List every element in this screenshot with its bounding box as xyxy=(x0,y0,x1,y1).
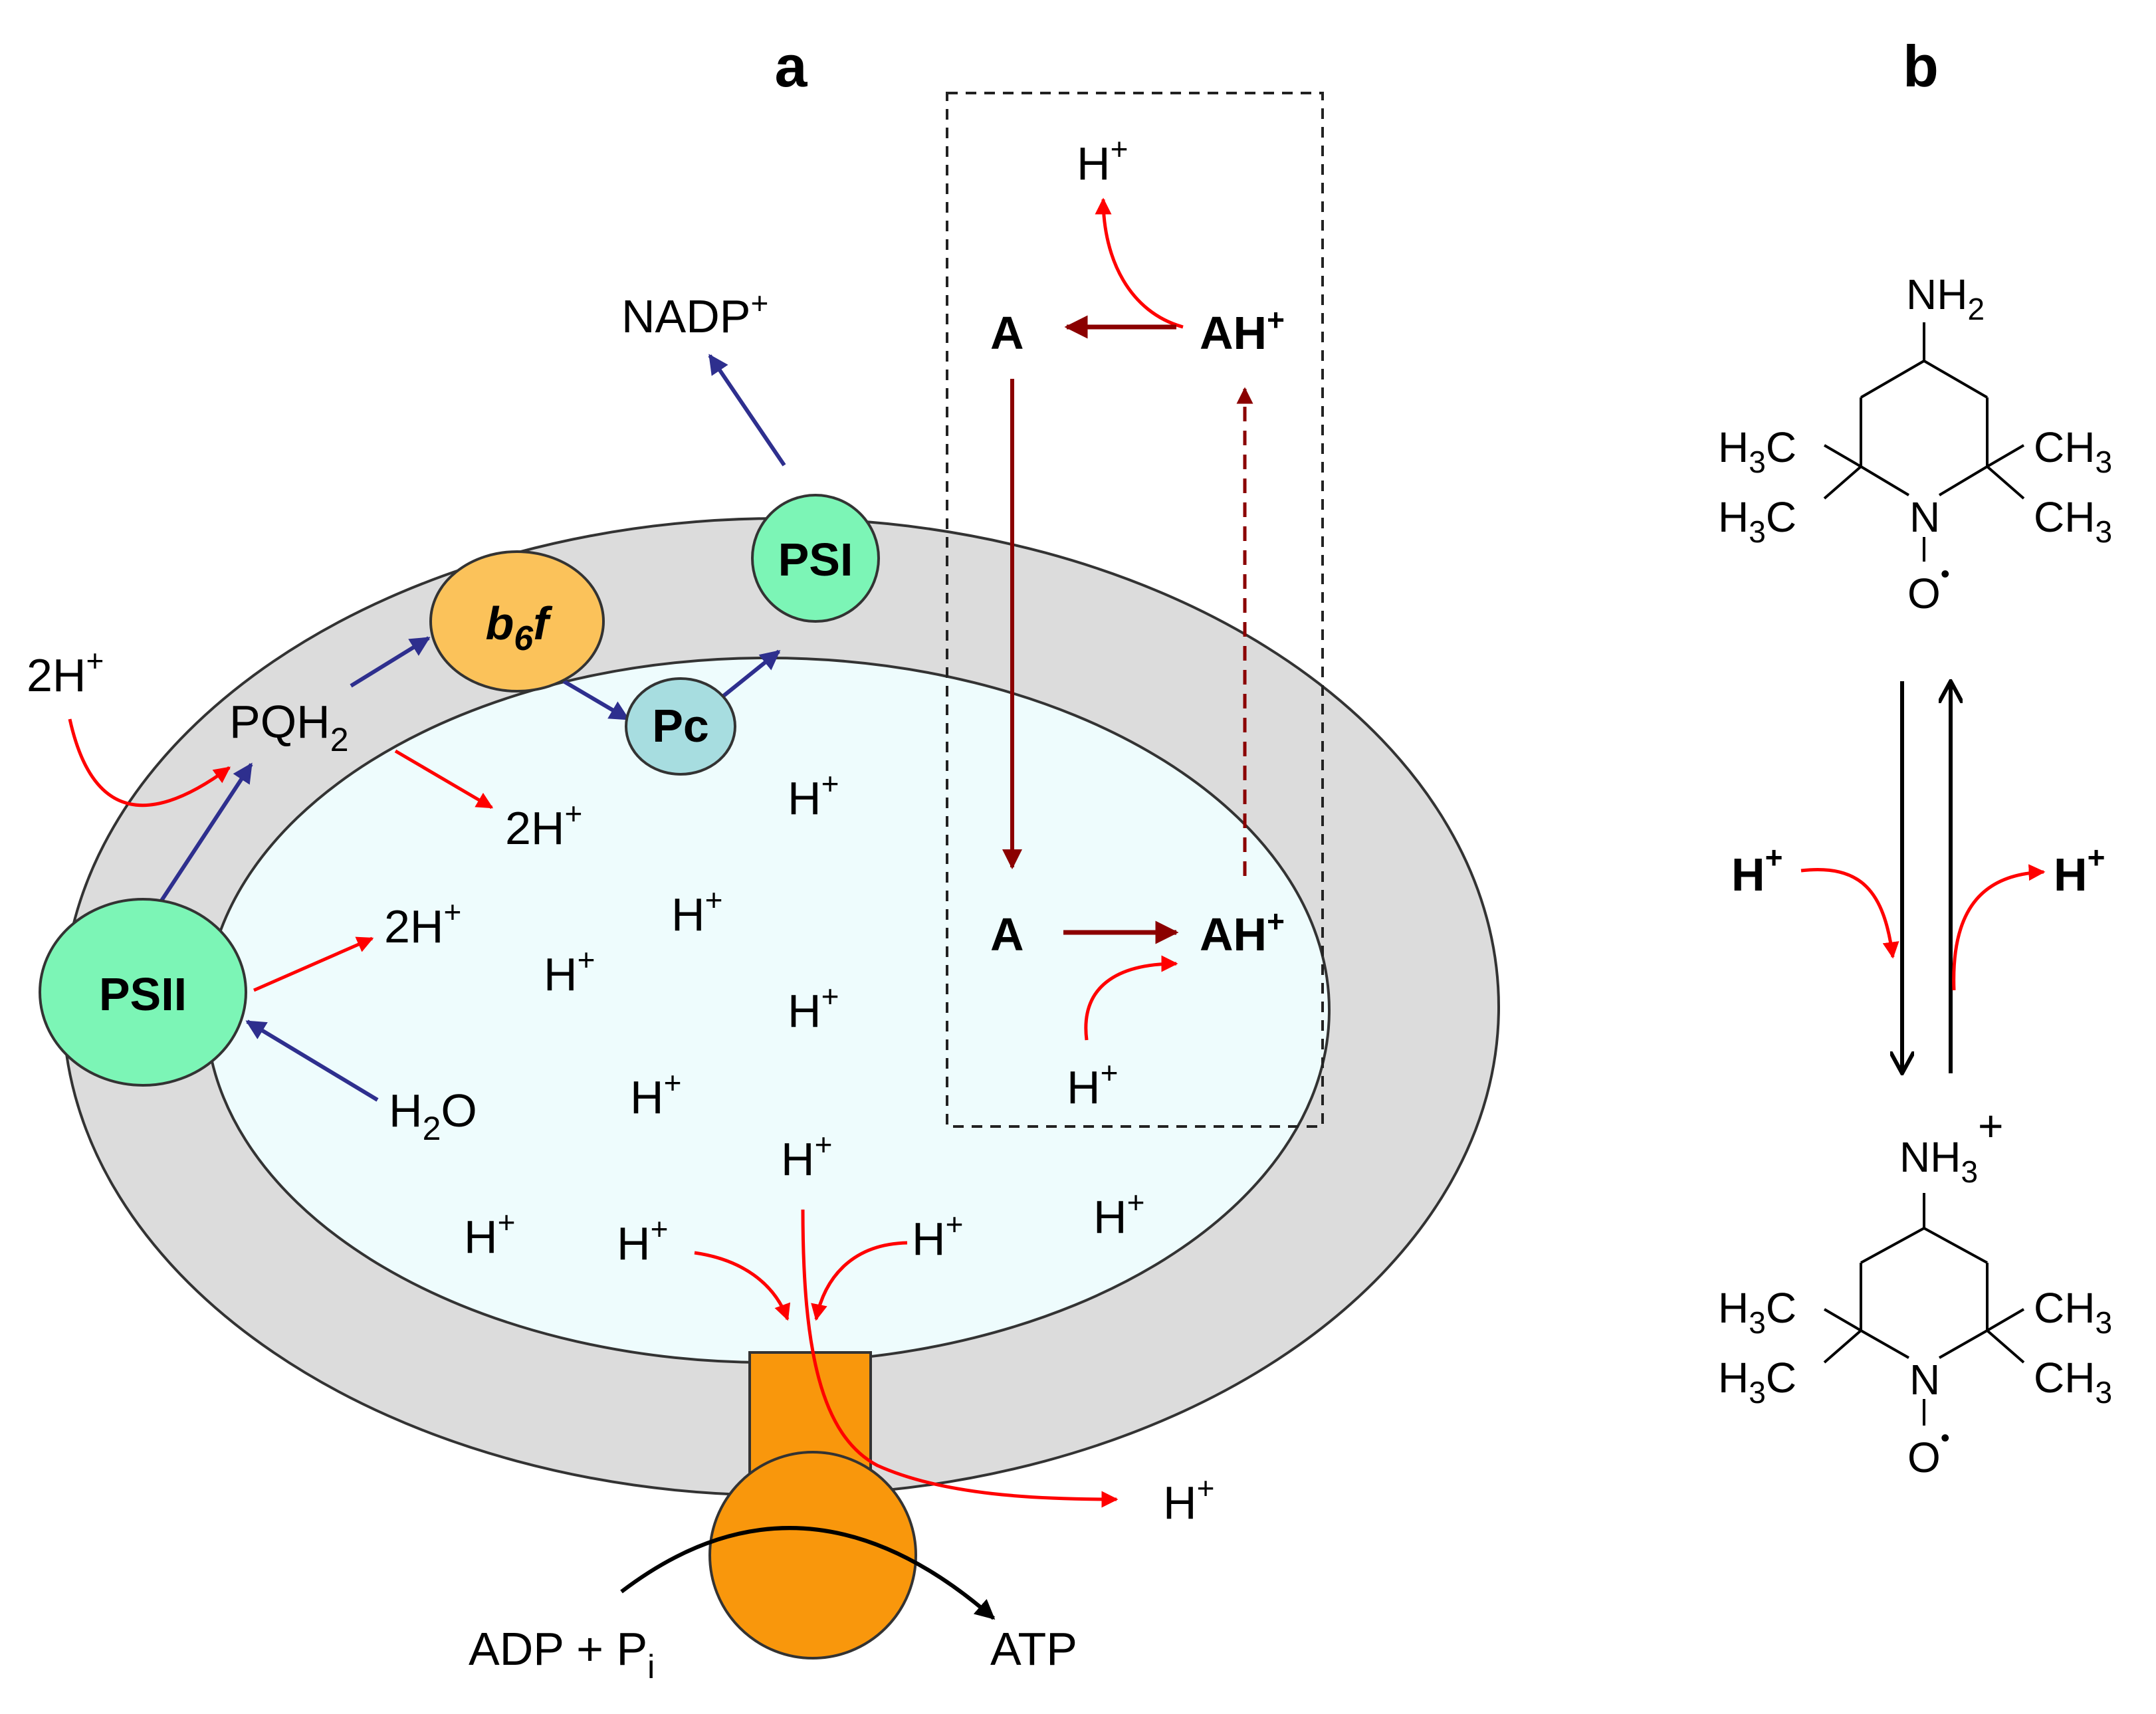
ch3-upper-right-2: CH3 xyxy=(2034,493,2112,549)
lumen-proton-3: H+ xyxy=(544,942,595,1000)
b6f-label-sub: 6 xyxy=(514,619,534,658)
eq-proton-in: H+ xyxy=(1731,840,1782,901)
lumen-proton-6: H+ xyxy=(781,1127,832,1185)
ch3-upper-right-1: CH3 xyxy=(2034,423,2112,479)
box-top-a: A xyxy=(990,307,1024,359)
n-upper: N xyxy=(1909,493,1940,541)
arrow-b6f-to-pc xyxy=(562,679,630,721)
h3c-upper-left-1: H3C xyxy=(1718,423,1796,479)
pc-label: Pc xyxy=(652,700,709,752)
ch3-lower-right-1: CH3 xyxy=(2034,1284,2112,1340)
panel-label-a: a xyxy=(775,33,808,99)
thylakoid-lumen xyxy=(205,657,1331,1364)
adp-label: ADP + Pi xyxy=(469,1623,655,1685)
h3c-upper-left-2: H3C xyxy=(1718,493,1796,549)
psi-label: PSI xyxy=(778,534,853,586)
o-lower: O• xyxy=(1907,1424,1950,1481)
atp-label: ATP xyxy=(990,1623,1077,1675)
o-upper: O• xyxy=(1907,560,1950,617)
lumen-proton-7: H+ xyxy=(1093,1185,1144,1243)
arrow-proton-binds-amine xyxy=(1800,868,1899,959)
lumen-proton-10: H+ xyxy=(912,1207,963,1265)
box-bottom-a: A xyxy=(990,909,1024,960)
arrow-proton-binds-a xyxy=(1084,955,1178,1041)
psi-complex xyxy=(751,494,880,623)
ch3-lower-right-2: CH3 xyxy=(2034,1354,2112,1410)
psii-label: PSII xyxy=(99,968,187,1020)
tempo-ammonium-structure xyxy=(1823,1193,2025,1426)
n-lower: N xyxy=(1909,1356,1940,1404)
b6f-label-b: b xyxy=(486,597,514,649)
lumen-proton-9: H+ xyxy=(617,1212,668,1269)
lumen-2h-label-1: 2H+ xyxy=(505,796,582,854)
box-bottom-proton: H+ xyxy=(1067,1055,1118,1113)
nh3-label: NH3+ xyxy=(1899,1101,2004,1189)
box-bottom-ah: AH+ xyxy=(1200,904,1285,960)
h3c-lower-left-2: H3C xyxy=(1718,1354,1796,1410)
h2o-label: H2O xyxy=(389,1085,477,1147)
arrow-ah-release-proton xyxy=(1095,197,1184,329)
box-top-ah: AH+ xyxy=(1200,302,1285,359)
psii-complex xyxy=(39,898,247,1087)
lumen-proton-2: H+ xyxy=(671,883,722,940)
stromal-2h-label: 2H+ xyxy=(27,643,104,701)
box-top-proton: H+ xyxy=(1077,132,1128,189)
arrow-pqh2-to-b6f xyxy=(350,636,431,688)
arrow-proton-released-amine xyxy=(1952,864,2046,991)
panel-label-b: b xyxy=(1903,33,1939,99)
arrow-proton-through-synthase xyxy=(801,1209,1119,1508)
arrow-proton-into-synthase-left xyxy=(694,1251,791,1321)
arrow-proton-into-synthase-right xyxy=(811,1241,908,1321)
h3c-lower-left-1: H3C xyxy=(1718,1284,1796,1340)
lumen-proton-4: H+ xyxy=(788,979,839,1037)
lumen-proton-1: H+ xyxy=(788,766,839,824)
atp-synthase-head xyxy=(708,1451,917,1660)
arrow-h2o-to-psii xyxy=(245,1019,379,1102)
pqh2-label: PQH2 xyxy=(229,696,349,758)
arrow-psi-to-nadp xyxy=(708,354,786,467)
lumen-proton-8: H+ xyxy=(464,1205,515,1263)
arrow-stromal-protons-to-pqh2 xyxy=(68,718,231,807)
arrow-psii-to-pqh2 xyxy=(160,762,253,902)
nadp-label: NADP+ xyxy=(621,286,768,342)
nh2-label: NH2 xyxy=(1906,270,1985,326)
arrow-psii-release-protons xyxy=(253,936,374,992)
pc-complex xyxy=(625,677,736,776)
eq-proton-out: H+ xyxy=(2054,840,2105,901)
stroma-proton-out: H+ xyxy=(1163,1471,1214,1529)
lumen-proton-5: H+ xyxy=(630,1065,681,1123)
arrow-pqh2-release-protons xyxy=(394,749,494,809)
b6f-complex xyxy=(429,550,605,693)
arrow-pc-to-psi xyxy=(720,649,781,700)
atp-synthesis-arrow xyxy=(620,1526,996,1620)
buffer-mechanism-box xyxy=(946,92,1324,1128)
lumen-2h-label-2: 2H+ xyxy=(384,895,461,952)
tempo-amine-structure xyxy=(1823,322,2025,562)
